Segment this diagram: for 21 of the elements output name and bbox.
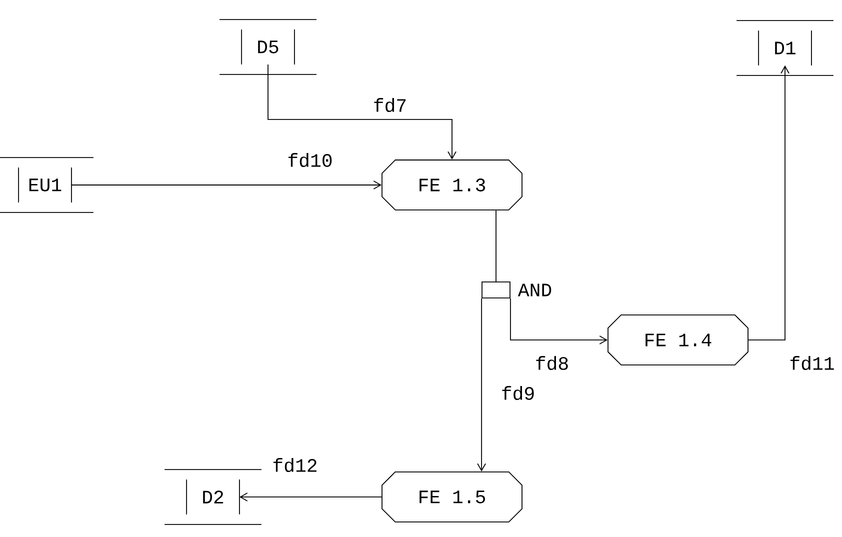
arrow: [477, 298, 486, 472]
function-box: FE 1.5: [382, 472, 522, 522]
edge-label: fd9: [500, 384, 536, 401]
edge-label: fd12: [271, 456, 319, 473]
arrow: [510, 298, 608, 344]
junction-label: AND: [518, 284, 552, 296]
junction-box: [482, 282, 510, 298]
data-store: D5: [219, 19, 317, 75]
arrow: [239, 492, 382, 502]
arrow: [71, 180, 382, 190]
edge-label: fd7: [372, 96, 408, 113]
arrow: [748, 65, 790, 340]
function-box: FE 1.4: [608, 314, 748, 366]
data-store: D2: [164, 469, 262, 525]
data-store: D1: [736, 20, 834, 76]
edge-label: fd8: [534, 354, 570, 371]
function-box: FE 1.3: [382, 160, 522, 210]
data-store: EU1: [0, 157, 94, 213]
edge-label: fd10: [286, 152, 334, 168]
edge-label: fd11: [788, 354, 836, 371]
arrow: [268, 64, 456, 160]
